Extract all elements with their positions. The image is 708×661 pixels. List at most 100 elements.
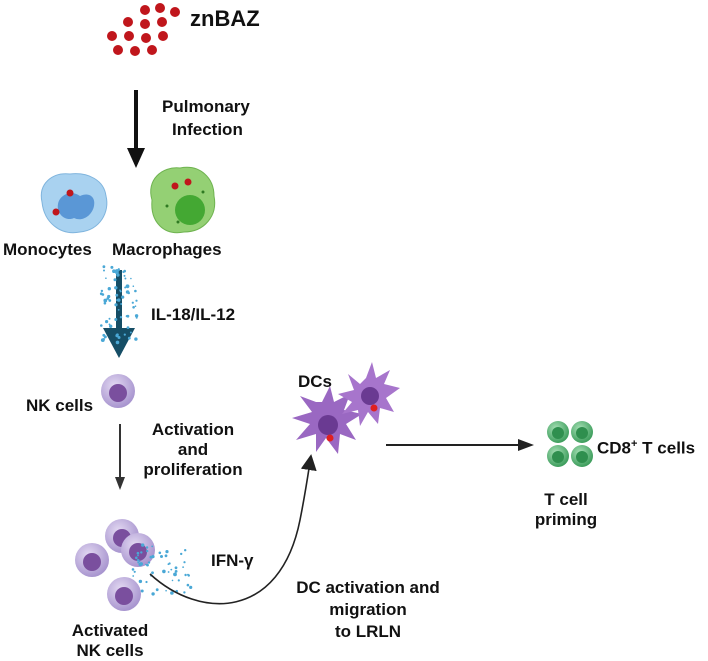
migration-label: migration bbox=[329, 600, 407, 619]
cytokine-dot bbox=[139, 562, 143, 566]
cytokine-dot bbox=[177, 579, 180, 582]
cytokine-dot bbox=[125, 290, 130, 294]
cytokine-dot bbox=[180, 552, 183, 556]
cytokine-dot bbox=[130, 277, 132, 280]
infection-label: Infection bbox=[172, 120, 243, 139]
cd8-t-cells-label: CD8+ T cells bbox=[597, 434, 695, 459]
cytokine-dot bbox=[108, 299, 112, 302]
cytokine-dot bbox=[137, 561, 140, 564]
cytokine-dot bbox=[135, 299, 138, 302]
cytokine-dot bbox=[117, 309, 120, 311]
cd8-base: CD8 bbox=[597, 438, 632, 458]
cytokine-dot bbox=[129, 331, 132, 334]
cytokine-dot bbox=[164, 554, 168, 558]
cytokine-dot bbox=[135, 316, 138, 319]
monocytes-label: Monocytes bbox=[3, 240, 92, 259]
cytokine-dot bbox=[124, 277, 127, 280]
cytokine-dot bbox=[145, 546, 149, 549]
cytokine-dot bbox=[103, 301, 107, 305]
cytokine-dot bbox=[105, 277, 107, 280]
znbaz-label: znBAZ bbox=[190, 6, 260, 31]
macrophages-label: Macrophages bbox=[112, 240, 222, 259]
priming-arrowhead bbox=[518, 439, 534, 451]
and-label: and bbox=[177, 440, 209, 459]
cytokine-dot bbox=[160, 555, 163, 558]
znbaz-bacteria-icon bbox=[107, 3, 180, 56]
cytokine-dot bbox=[141, 543, 145, 547]
cytokine-dot bbox=[123, 333, 126, 336]
cytokine-dot bbox=[102, 338, 105, 341]
cytokine-dot bbox=[123, 274, 126, 277]
cd8-rest: T cells bbox=[637, 438, 696, 458]
cytokine-dot bbox=[115, 334, 119, 338]
infection-arrowhead bbox=[127, 148, 145, 168]
cytokine-dot bbox=[124, 286, 127, 289]
cytokine-dot bbox=[158, 551, 162, 555]
cytokine-dot bbox=[114, 318, 118, 321]
cytokine-dot bbox=[151, 592, 155, 596]
cytokine-dot bbox=[162, 569, 166, 574]
cytokine-dot bbox=[116, 273, 120, 277]
cytokine-dot bbox=[132, 285, 135, 288]
cytokine-dot bbox=[121, 295, 125, 299]
cytokine-dot bbox=[170, 591, 174, 595]
cytokine-dot bbox=[140, 551, 143, 554]
cytokine-dot bbox=[120, 303, 123, 305]
cytokine-dot bbox=[119, 316, 123, 319]
cytokine-dot bbox=[140, 589, 144, 593]
cytokine-dot bbox=[125, 315, 128, 318]
cytokine-dot bbox=[102, 265, 106, 269]
cytokine-dot bbox=[125, 284, 130, 289]
cytokine-dot bbox=[127, 336, 131, 340]
cytokine-dot bbox=[136, 551, 140, 555]
cytokine-dot bbox=[122, 270, 125, 274]
cytokine-dot bbox=[132, 306, 135, 309]
cytokine-dot bbox=[184, 573, 187, 577]
cytokine-dot bbox=[173, 572, 177, 577]
activated-nk-cells-icon bbox=[75, 519, 155, 611]
cytokine-dot bbox=[174, 570, 178, 573]
cytokine-dot bbox=[103, 269, 105, 272]
activation-label: Activation bbox=[151, 420, 235, 439]
cytokine-dot bbox=[101, 293, 105, 296]
cytokine-dot bbox=[108, 317, 111, 320]
cytokine-dot bbox=[183, 591, 186, 594]
cytokine-dot bbox=[133, 570, 136, 573]
cytokine-dot bbox=[134, 337, 138, 341]
priming-label: priming bbox=[534, 510, 598, 529]
macrophage-icon bbox=[150, 166, 216, 234]
cytokine-dot bbox=[155, 588, 159, 592]
cytokine-dot bbox=[189, 585, 193, 590]
cytokine-dot bbox=[107, 287, 112, 291]
monocyte-icon bbox=[40, 173, 108, 234]
nk-cells-label: NK cells bbox=[26, 396, 94, 415]
dc-activation-label: DC activation and bbox=[296, 578, 440, 597]
cytokine-dot bbox=[103, 335, 107, 339]
cytokine-dot bbox=[135, 556, 138, 560]
cytokine-dot bbox=[174, 566, 178, 570]
cytokine-dot bbox=[146, 563, 149, 567]
ifn-gamma-label: IFN-γ bbox=[211, 551, 254, 570]
cytokine-dot bbox=[112, 269, 116, 274]
cytokine-dot bbox=[114, 303, 118, 307]
nk-cell-icon bbox=[101, 374, 135, 408]
cd8-t-cells-icon bbox=[547, 421, 593, 467]
cytokine-dot bbox=[149, 555, 153, 559]
cytokine-dot bbox=[145, 580, 148, 584]
dcs-label: DCs bbox=[298, 372, 333, 391]
cytokine-dot bbox=[171, 579, 174, 582]
cytokine-dot bbox=[105, 320, 109, 324]
cytokine-dot bbox=[109, 324, 113, 328]
activation-arrowhead bbox=[115, 477, 125, 490]
to-lrln-label: to LRLN bbox=[334, 622, 402, 641]
cytokine-dot bbox=[100, 289, 104, 293]
activated-label: Activated bbox=[71, 621, 149, 640]
proliferation-label: proliferation bbox=[143, 460, 243, 479]
cd8-sup: + bbox=[631, 438, 638, 450]
dc-cells-icon bbox=[292, 362, 400, 454]
cytokine-label: IL-18/IL-12 bbox=[151, 305, 236, 324]
cytokine-dot bbox=[138, 579, 143, 584]
cytokine-dot bbox=[167, 571, 170, 573]
cytokine-dot bbox=[114, 286, 118, 290]
